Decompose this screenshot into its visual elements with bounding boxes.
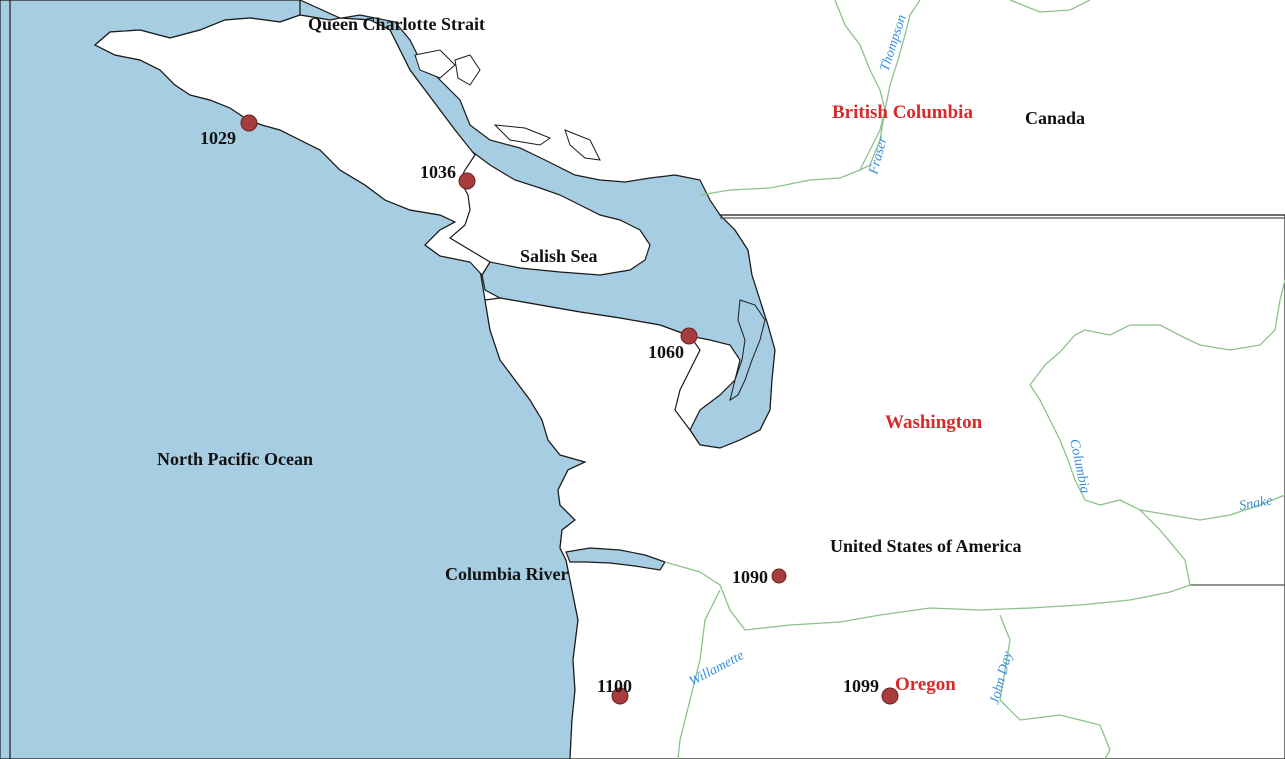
station-1060[interactable]: 1060 bbox=[648, 327, 698, 362]
station-label: 1090 bbox=[732, 567, 768, 587]
willamette-river bbox=[677, 589, 721, 759]
puget-sound-inlets bbox=[729, 299, 766, 402]
thompson-river bbox=[834, 0, 886, 171]
station-marker[interactable] bbox=[458, 172, 476, 190]
station-1090[interactable]: 1090 bbox=[732, 567, 787, 587]
label-snake-river: Snake bbox=[1238, 493, 1274, 514]
station-1029[interactable]: 1029 bbox=[200, 114, 258, 148]
station-1100[interactable]: 1100 bbox=[597, 676, 632, 705]
station-marker[interactable] bbox=[680, 327, 698, 345]
station-marker[interactable] bbox=[771, 568, 787, 584]
gulf-islands bbox=[414, 49, 601, 161]
john-day-river bbox=[999, 614, 1111, 759]
label-canada: Canada bbox=[1025, 108, 1085, 128]
label-usa: United States of America bbox=[830, 536, 1021, 556]
columbia-river bbox=[664, 279, 1285, 631]
label-columbia-river: Columbia River bbox=[445, 564, 569, 584]
olympic-peninsula bbox=[484, 214, 1285, 759]
station-label: 1029 bbox=[200, 128, 236, 148]
station-label: 1036 bbox=[420, 162, 456, 182]
station-marker[interactable] bbox=[881, 687, 899, 705]
label-washington: Washington bbox=[885, 412, 983, 433]
label-salish-sea: Salish Sea bbox=[520, 246, 598, 266]
station-label: 1099 bbox=[843, 676, 879, 696]
station-marker[interactable] bbox=[611, 687, 629, 705]
label-british-columbia: British Columbia bbox=[832, 102, 973, 123]
station-marker[interactable] bbox=[240, 114, 258, 132]
fraser-river bbox=[699, 0, 921, 196]
label-north-pacific-ocean: North Pacific Ocean bbox=[157, 449, 313, 469]
station-label: 1060 bbox=[648, 342, 684, 362]
fraser-top-branch bbox=[1009, 0, 1091, 13]
station-1036[interactable]: 1036 bbox=[420, 162, 476, 190]
label-oregon: Oregon bbox=[895, 674, 956, 695]
station-label: 1100 bbox=[597, 676, 632, 696]
columbia-river-estuary bbox=[565, 547, 666, 571]
snake-river bbox=[1139, 494, 1285, 521]
label-queen-charlotte-strait: Queen Charlotte Strait bbox=[308, 14, 485, 34]
station-1099[interactable]: 1099 bbox=[843, 676, 899, 705]
